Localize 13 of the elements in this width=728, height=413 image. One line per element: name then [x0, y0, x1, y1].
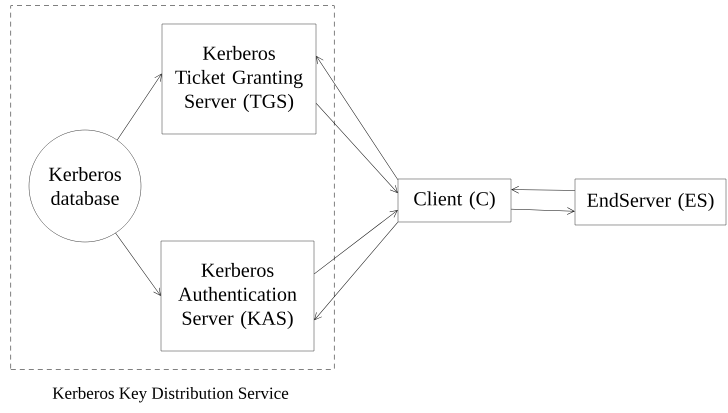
arrow [116, 74, 162, 140]
server-box: EndServer (ES) [574, 178, 726, 226]
server-box: Kerberos Authentication Server (KAS) [160, 240, 314, 352]
client-box: Client (C) [398, 178, 512, 222]
arrow [512, 186, 576, 194]
arrow [316, 103, 398, 193]
arrow [314, 222, 398, 320]
arrow [314, 210, 398, 274]
arrow [510, 207, 574, 215]
arrow [115, 232, 161, 296]
arrow [316, 56, 398, 180]
server-box: Kerberos Ticket Granting Server (TGS) [162, 24, 316, 134]
group-label: Kerberos Key Distribution Service [52, 386, 288, 402]
